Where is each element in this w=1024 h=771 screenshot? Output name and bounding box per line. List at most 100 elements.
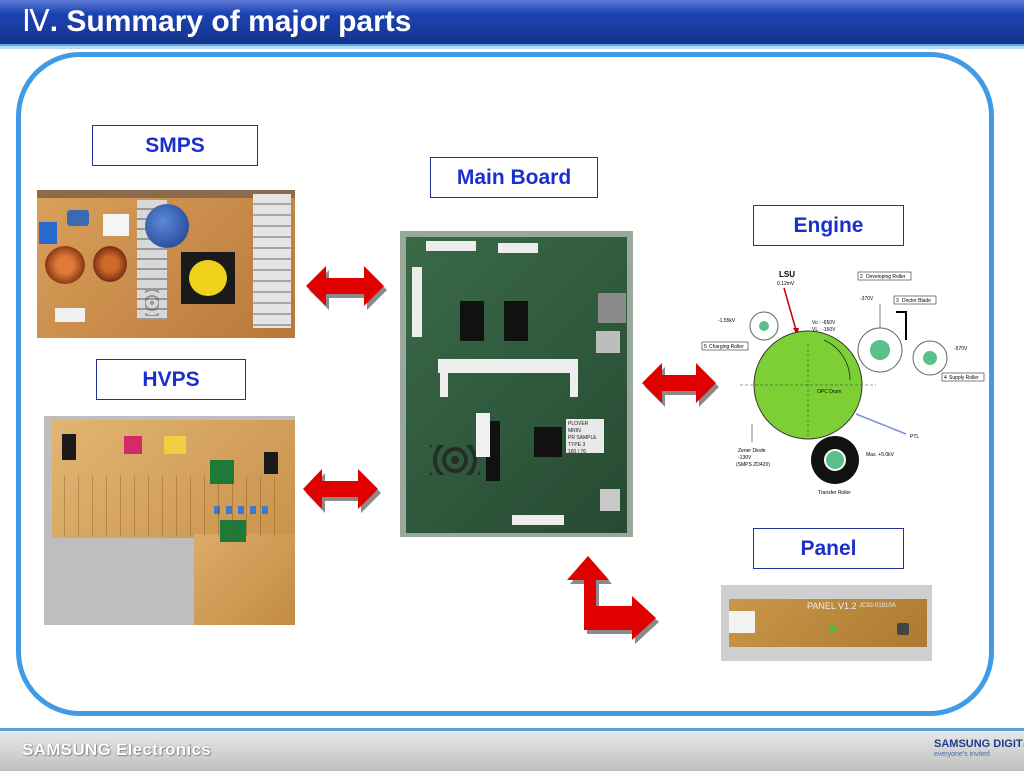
footer-logo-sub: everyone's invited: [934, 751, 990, 758]
supply-roller-label: Supply Roller: [949, 375, 979, 381]
charging-roller-label: Charging Roller: [709, 344, 744, 350]
lsu-beam: [783, 287, 797, 331]
smps-main-arrow: [306, 266, 387, 310]
smps-board-image: [37, 190, 295, 338]
section-numeral: Ⅳ: [22, 5, 50, 38]
main-board-ethernet: [598, 293, 626, 323]
lsu-sublabel: 0.12mV: [777, 281, 795, 287]
main-board-connector-top: [426, 241, 476, 251]
hvps-pcb-right: [194, 534, 295, 625]
panel-print-title: PANEL V1.2: [807, 601, 857, 611]
main-board-sticker-line2: PR SAMPLE: [568, 435, 597, 441]
main-board-dimm-slot: [438, 359, 578, 373]
panel-pcb: [729, 599, 927, 647]
smps-heatsink-right: [253, 194, 291, 328]
hvps-main-arrow: [303, 469, 381, 513]
opc-rotation-arrow: [823, 339, 851, 381]
engine-diagram: LSU 0.12mV 2 Developing Roller -370V 3 D…: [701, 270, 985, 496]
main-board-caps: [430, 445, 480, 475]
main-board-sticker-line3: TYPE 3: [568, 442, 586, 448]
zener-label-2: -130V: [738, 455, 752, 461]
footer-logo-mod: all: [1023, 739, 1024, 749]
developing-roller-core: [870, 340, 890, 360]
main-board-sticker-line1: PLOVER MRIN: [568, 421, 589, 434]
transfer-roller-label: Transfer Roller: [818, 490, 851, 496]
panel-board-image: PANEL V1.2 JC92-01910A: [721, 585, 932, 661]
transfer-roller-core: [824, 449, 846, 471]
smps-connector-blue: [39, 222, 57, 244]
panel-label: Panel: [753, 528, 904, 569]
engine-label: Engine: [753, 205, 904, 246]
main-board-chip-2: [504, 301, 528, 341]
hvps-transformer-2: [164, 436, 186, 454]
hvps-connector-right: [264, 452, 278, 474]
zener-label-3: (SMPS ZD420): [736, 462, 770, 468]
smps-coil-2: [93, 246, 127, 282]
footer-brand: SAMSUNG Electronics: [22, 740, 211, 759]
samsung-digitall-logo: SAMSUNG DIGITall everyone's invited: [934, 738, 1024, 762]
header-bar: Ⅳ. Summary of major parts: [0, 0, 1024, 46]
dev-voltage: -370V: [860, 296, 874, 302]
ptl-arrow: [855, 413, 907, 435]
panel-print-code: JC92-01910A: [859, 603, 896, 609]
vl-label: VL : -150V: [812, 327, 836, 333]
main-board-connector-left: [412, 267, 422, 337]
supply-roller-core: [923, 351, 937, 365]
main-board-sticker: PLOVER MRIN PR SAMPLE TYPE 3 160 / 76: [566, 419, 604, 455]
doctor-blade-num: 3: [896, 298, 899, 304]
charge-voltage: -1.55kV: [718, 318, 736, 324]
main-board-chip-4: [534, 427, 562, 457]
main-board-image: PLOVER MRIN PR SAMPLE TYPE 3 160 / 76: [400, 231, 633, 537]
hvps-board-image: [44, 416, 295, 625]
main-board-chip-1: [460, 301, 484, 341]
smps-coil-1: [45, 246, 85, 284]
smps-heatsink-holes-left: [145, 290, 159, 316]
smps-capacitor: [145, 204, 189, 248]
page-title-text: . Summary of major parts: [49, 5, 412, 38]
hvps-transformer-3: [210, 460, 234, 484]
dev-roller-label-box: [857, 271, 912, 281]
hvps-transformer-1: [124, 436, 142, 454]
doctor-blade: [896, 311, 907, 340]
dev-roller-num: 2: [860, 274, 863, 280]
main-board-dimm-slot-3: [570, 369, 578, 397]
panel-button: [897, 623, 909, 635]
smps-cap-small: [67, 210, 89, 226]
opc-drum-label: OPC Drum: [817, 389, 841, 395]
panel-main-arrow: [567, 556, 659, 644]
footer-logo-main-text: SAMSUNG DIGIT: [934, 738, 1023, 750]
main-board-label: Main Board: [430, 157, 598, 198]
panel-led: [829, 625, 836, 632]
smps-relay: [103, 214, 129, 236]
main-board-usb-2: [600, 489, 620, 511]
supply-roller-label-box: [941, 372, 985, 382]
developing-roller-label: Developing Roller: [866, 274, 906, 280]
doctor-blade-label-box: [893, 295, 937, 305]
hvps-caps-row: [214, 506, 274, 514]
transfer-voltage: Max. +5.0kV: [866, 452, 895, 458]
hvps-traces: [64, 476, 284, 536]
ptl-label: PTL: [910, 434, 919, 440]
engine-main-arrow: [642, 363, 719, 407]
supply-voltage: -570V: [954, 346, 968, 352]
main-board-sticker-line4: 160 / 76: [568, 449, 587, 455]
main-board-usb: [596, 331, 620, 353]
hvps-connector-left: [62, 434, 76, 460]
hvps-label: HVPS: [96, 359, 246, 400]
panel-connector: [729, 611, 755, 633]
footer-logo-main: SAMSUNG DIGITall: [934, 738, 1024, 750]
header-rule: [0, 46, 1024, 49]
main-board-stickers-white: [476, 413, 490, 457]
vo-label: Vo : -650V: [812, 320, 836, 326]
charging-roller-core: [759, 321, 769, 331]
smps-connector-white: [55, 308, 85, 322]
page-title: Ⅳ. Summary of major parts: [22, 4, 411, 40]
footer-bar: SAMSUNG Electronics: [0, 728, 1024, 771]
smps-label: SMPS: [92, 125, 258, 166]
supply-roller-num: 4: [944, 375, 947, 381]
hvps-transformer-4: [220, 520, 246, 542]
smps-transformer-core: [189, 260, 227, 296]
charging-roller-num: 5: [704, 344, 707, 350]
header-shine: [0, 0, 1024, 14]
doctor-blade-label: Doctor Blade: [902, 298, 931, 304]
